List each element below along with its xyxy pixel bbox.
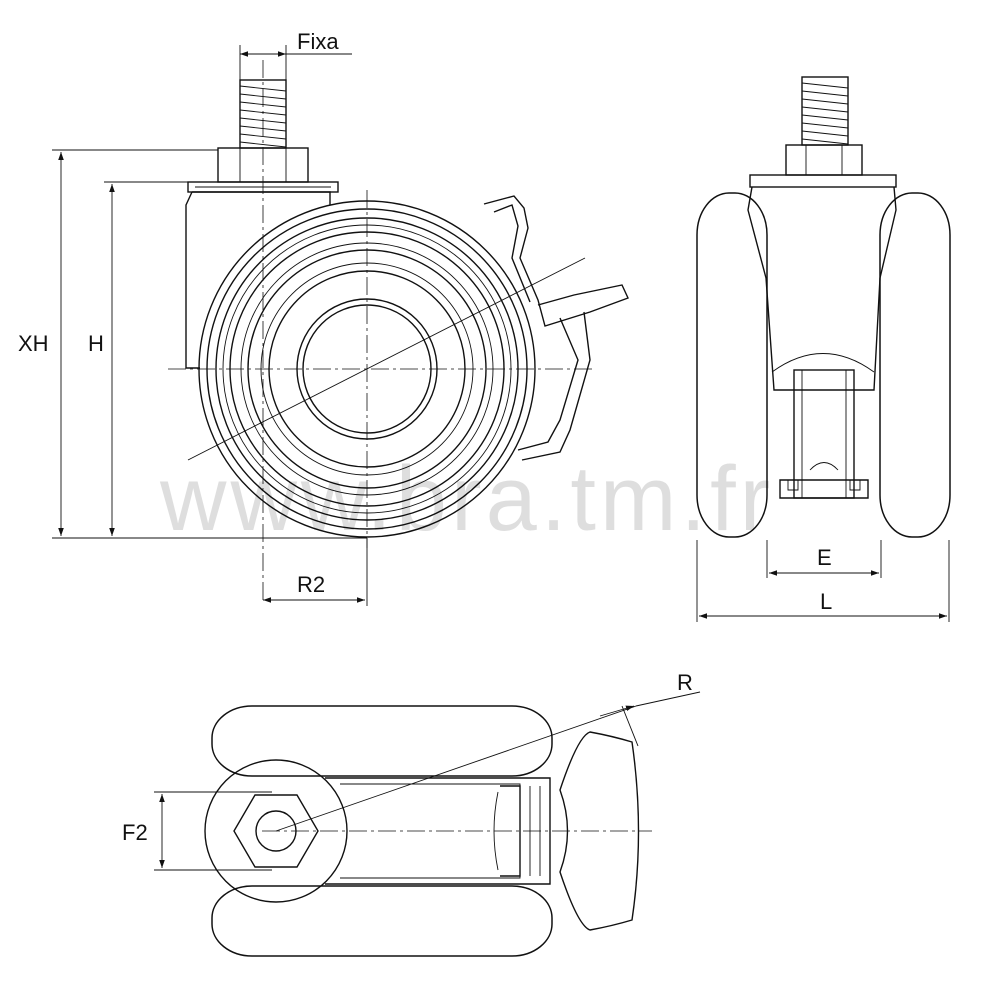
side-view [168, 60, 629, 600]
r2-label: R2 [297, 572, 325, 597]
h-label: H [88, 331, 104, 356]
side-dimensions: Fixa XH H R2 [18, 29, 368, 606]
watermark: www.bra.tm.fr [159, 448, 774, 550]
fixa-label: Fixa [297, 29, 339, 54]
top-dimensions: R F2 [122, 670, 701, 871]
top-r-radius-line [275, 705, 637, 832]
xh-label: XH [18, 331, 49, 356]
front-hex-nut [785, 144, 863, 176]
r-label: R [677, 670, 693, 695]
l-label: L [820, 589, 832, 614]
f2-label: F2 [122, 820, 148, 845]
front-top-plate [749, 174, 897, 188]
e-label: E [817, 545, 832, 570]
brake-lever [483, 195, 629, 461]
front-fork [747, 186, 897, 391]
front-right-tire [879, 192, 951, 538]
top-axle-body [325, 777, 551, 885]
front-hub [779, 369, 869, 499]
front-threaded-stem [801, 76, 849, 146]
top-hex-nut [233, 794, 319, 868]
top-mount-disc [204, 759, 348, 903]
front-left-tire [696, 192, 768, 538]
top-view [204, 705, 652, 957]
fork-body [185, 191, 331, 369]
top-brake-pedal [559, 731, 640, 931]
r-diameter-line [187, 257, 586, 461]
top-upper-tire [211, 705, 553, 777]
top-lower-tire [211, 885, 553, 957]
front-dimensions: E L [696, 540, 950, 622]
front-view [696, 76, 951, 538]
